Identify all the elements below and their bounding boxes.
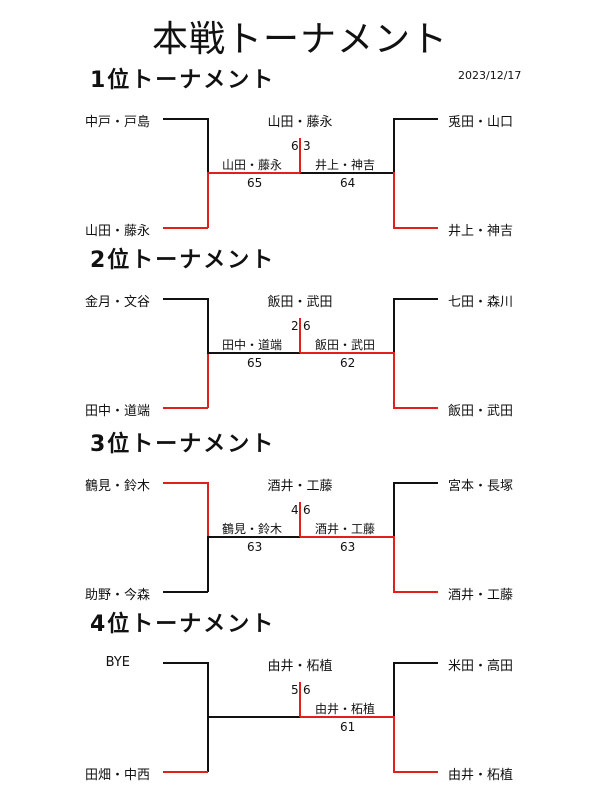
section-heading: 4位トーナメント: [90, 612, 276, 637]
winner-line: [299, 682, 301, 717]
winner-line: [299, 138, 301, 173]
winner-line: [207, 352, 209, 408]
bracket-line: [393, 662, 438, 664]
winner-line: [163, 771, 208, 773]
winner-line: [300, 716, 393, 718]
page-title: 本戦トーナメント: [151, 19, 448, 60]
section-heading: 3位トーナメント: [90, 432, 276, 457]
bracket-line: [207, 298, 209, 353]
winner-line: [393, 172, 395, 228]
final-score-right: 6: [303, 503, 311, 517]
winner-line: [207, 172, 300, 174]
winner-line: [393, 536, 395, 592]
winner-line: [393, 352, 395, 408]
winner-line: [299, 502, 301, 537]
bracket-line: [393, 298, 438, 300]
team-bottom-left: 田畑・中西: [84, 768, 150, 783]
bracket-line: [163, 591, 208, 593]
bracket-line: [393, 118, 395, 173]
right-semifinal-winner: 由井・柘植: [315, 702, 376, 716]
event-date: 2023/12/17: [458, 69, 522, 82]
bracket-line: [207, 716, 300, 718]
winner-line: [163, 407, 208, 409]
section-heading: 1位トーナメント: [90, 68, 276, 93]
team-bottom-left: 山田・藤永: [84, 224, 150, 239]
left-semifinal-score: 65: [247, 176, 263, 190]
section-heading: 2位トーナメント: [90, 248, 276, 273]
bracket-line: [393, 662, 395, 717]
winner-line: [163, 482, 208, 484]
team-top-right: 米田・高田: [448, 659, 514, 674]
winner-line: [393, 591, 438, 593]
team-top-left: 鶴見・鈴木: [84, 479, 150, 494]
team-bottom-right: 飯田・武田: [448, 404, 514, 419]
right-semifinal-score: 62: [340, 356, 356, 370]
champion-label: 由井・柘植: [267, 659, 333, 674]
team-bottom-left: 助野・今森: [84, 588, 150, 603]
final-score-right: 6: [303, 319, 311, 333]
right-semifinal-score: 64: [340, 176, 356, 190]
team-bottom-right: 井上・神吉: [448, 224, 514, 239]
left-semifinal-winner: 鶴見・鈴木: [222, 522, 283, 536]
right-semifinal-score: 63: [340, 540, 356, 554]
bracket-line: [393, 482, 395, 537]
right-semifinal-winner: 飯田・武田: [315, 338, 376, 352]
final-score-right: 3: [303, 139, 311, 153]
right-semifinal-score: 61: [340, 720, 356, 734]
team-top-right: 兎田・山口: [448, 115, 514, 130]
bracket-line: [393, 482, 438, 484]
bracket-line: [163, 298, 208, 300]
champion-label: 飯田・武田: [267, 295, 333, 310]
bracket-line: [207, 118, 209, 173]
team-top-left: 中戸・戸島: [84, 115, 150, 130]
champion-label: 酒井・工藤: [267, 479, 333, 494]
final-score-left: 4: [291, 503, 299, 517]
team-top-right: 宮本・長塚: [448, 479, 514, 494]
final-score-right: 6: [303, 683, 311, 697]
left-semifinal-winner: 山田・藤永: [222, 158, 283, 172]
winner-line: [393, 771, 438, 773]
final-score-left: 6: [291, 139, 299, 153]
final-score-left: 2: [291, 319, 299, 333]
left-semifinal-score: 65: [247, 356, 263, 370]
team-top-right: 七田・森川: [448, 295, 514, 310]
bracket-line: [163, 118, 208, 120]
right-semifinal-winner: 酒井・工藤: [315, 522, 376, 536]
bracket-line: [300, 172, 393, 174]
winner-line: [207, 482, 209, 537]
bracket-line: [393, 298, 395, 353]
team-bottom-right: 由井・柘植: [448, 768, 514, 783]
bracket-line: [207, 536, 300, 538]
winner-line: [393, 227, 438, 229]
winner-line: [163, 227, 208, 229]
winner-line: [299, 318, 301, 353]
bracket-line: [207, 536, 209, 592]
winner-line: [393, 716, 395, 772]
bracket-line: [393, 118, 438, 120]
left-semifinal-score: 63: [247, 540, 263, 554]
team-top-left: 金月・文谷: [84, 295, 150, 310]
team-bottom-right: 酒井・工藤: [448, 588, 514, 603]
winner-line: [207, 172, 209, 228]
team-bottom-left: 田中・道端: [84, 404, 150, 419]
bracket-line: [207, 352, 300, 354]
winner-line: [300, 536, 393, 538]
left-semifinal-winner: 田中・道端: [222, 338, 283, 352]
champion-label: 山田・藤永: [267, 115, 333, 130]
winner-line: [393, 407, 438, 409]
team-top-left: BYE: [105, 655, 130, 670]
right-semifinal-winner: 井上・神吉: [315, 158, 376, 172]
bracket-line: [163, 662, 208, 664]
final-score-left: 5: [291, 683, 299, 697]
winner-line: [300, 352, 393, 354]
